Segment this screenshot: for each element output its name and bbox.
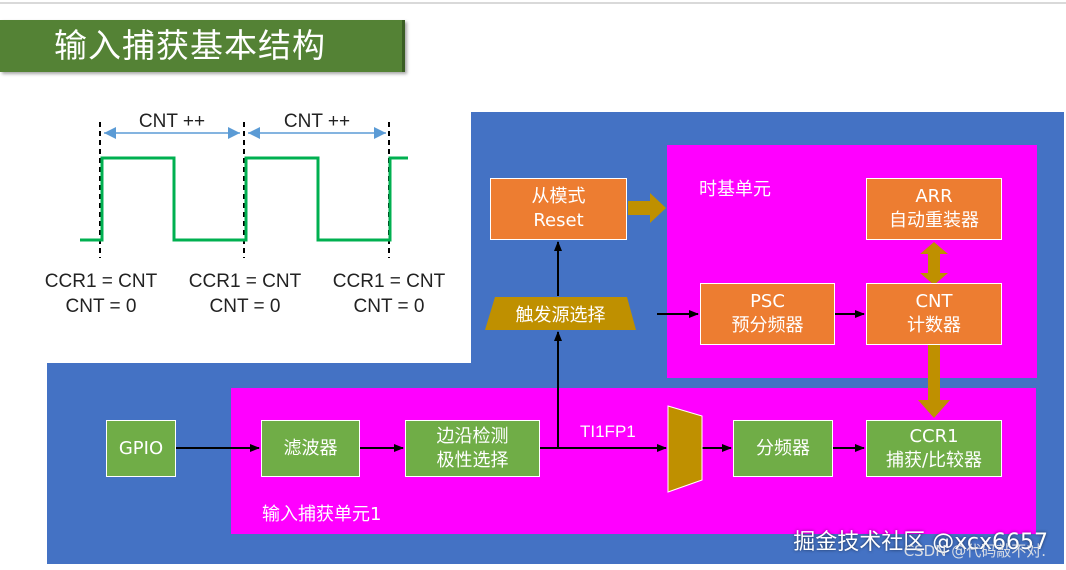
watermark-sub: CSDN @代码敲不对. [903,542,1046,560]
edge-detect-line2: 极性选择 [436,449,509,471]
cnt-block: CNT 计数器 [866,283,1002,345]
arrow-cnt-ccr1 [918,345,950,418]
input-capture-label: 输入捕获单元1 [262,504,382,525]
ccr1-line1: CCR1 [909,425,959,447]
divider-block: 分频器 [733,420,833,477]
slave-mode-line2: Reset [533,210,584,231]
psc-block: PSC 预分频器 [700,283,835,345]
trigger-select-label: 触发源选择 [515,304,606,326]
watermark-main: 掘金技术社区 @xcx6657 [793,530,1048,555]
event-3-line2: CNT = 0 [354,296,425,317]
ccr1-block: CCR1 捕获/比较器 [866,420,1002,477]
divider-label: 分频器 [756,437,810,459]
page-title: 输入捕获基本结构 [0,20,405,72]
event-1-line1: CCR1 = CNT [45,271,158,292]
arr-line1: ARR [915,186,953,207]
cnt-line1: CNT [915,291,953,312]
ti1fp1-label: TI1FP1 [580,422,636,441]
input-signal [80,156,408,242]
filter-label: 滤波器 [283,437,338,459]
event-2-line2: CNT = 0 [210,296,281,317]
waveform-diagram: CNT ++ CNT ++ CCR1 = CNT CNT = 0 CCR1 = … [45,111,446,317]
event-1-line2: CNT = 0 [66,296,137,317]
edge-detect-block: 边沿检测 极性选择 [405,420,540,477]
top-divider [0,2,1066,4]
time-base-label: 时基单元 [699,179,771,200]
gpio-block: GPIO [106,420,176,477]
ccr1-line2: 捕获/比较器 [885,449,983,471]
event-3-line1: CCR1 = CNT [333,271,446,292]
gpio-label: GPIO [118,437,164,459]
edge-detect-line1: 边沿检测 [436,425,509,447]
cnt-label-1: CNT ++ [139,111,205,132]
trigger-select-shape [485,297,636,330]
slave-mode-line1: 从模式 [531,186,586,207]
cnt-label-2: CNT ++ [284,111,350,132]
event-2-line1: CCR1 = CNT [189,271,302,292]
filter-block: 滤波器 [261,420,360,477]
capture-mux [667,405,703,493]
arrow-slave-timebase [628,193,666,223]
psc-line2: 预分频器 [731,315,804,336]
arrow-arr-cnt [920,242,948,285]
slave-mode-block: 从模式 Reset [490,178,627,240]
arr-line2: 自动重装器 [889,210,979,231]
cnt-line2: 计数器 [907,315,961,336]
arr-block: ARR 自动重装器 [866,178,1002,240]
psc-line1: PSC [750,291,785,312]
